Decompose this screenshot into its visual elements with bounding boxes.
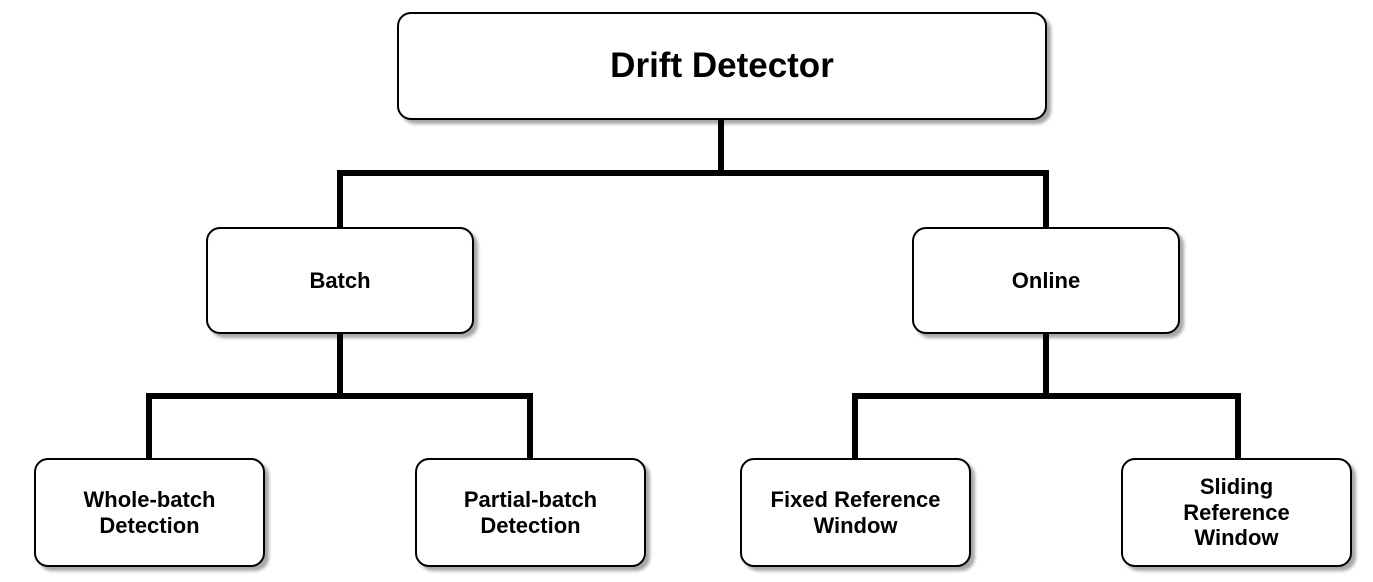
node-sliding-reference-window-label: Sliding Reference Window xyxy=(1183,473,1290,551)
node-drift-detector: Drift Detector xyxy=(397,12,1047,120)
node-sliding-reference-window: Sliding Reference Window xyxy=(1121,458,1352,567)
node-batch-label: Batch xyxy=(309,267,371,293)
node-online-label: Online xyxy=(1011,267,1081,293)
node-fixed-reference-window: Fixed Reference Window xyxy=(740,458,971,567)
node-batch: Batch xyxy=(206,227,474,334)
node-whole-batch-detection: Whole-batch Detection xyxy=(34,458,265,567)
node-online: Online xyxy=(912,227,1180,334)
connector-batch-to-children xyxy=(146,331,533,461)
node-drift-detector-label: Drift Detector xyxy=(610,46,834,86)
connector-root-to-level1 xyxy=(337,117,1049,230)
node-whole-batch-detection-label: Whole-batch Detection xyxy=(83,486,216,538)
node-fixed-reference-window-label: Fixed Reference Window xyxy=(770,486,941,538)
connector-online-to-children xyxy=(852,331,1241,461)
node-partial-batch-detection: Partial-batch Detection xyxy=(415,458,646,567)
node-partial-batch-detection-label: Partial-batch Detection xyxy=(463,486,598,538)
